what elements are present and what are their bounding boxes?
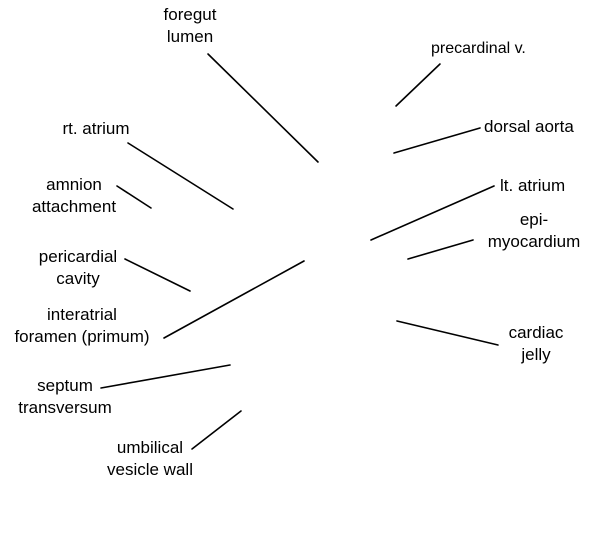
- label-precardinal-vein-line-1: precardinal v.: [431, 40, 526, 57]
- label-dorsal-aorta: dorsal aorta: [484, 116, 574, 138]
- label-pericardial-cavity-line-1: pericardial: [38, 247, 118, 266]
- leader-line-lt-atrium: [370, 185, 495, 241]
- leader-line-dorsal-aorta: [393, 127, 481, 154]
- leader-line-septum-transversum: [100, 364, 231, 389]
- label-precardinal-vein: precardinal v.: [431, 38, 526, 60]
- label-umbilical-vesicle-wall-line-1: umbilical: [116, 438, 184, 457]
- leader-line-interatrial-foramen: [163, 260, 305, 339]
- label-epimyocardium: epi- myocardium: [474, 209, 594, 253]
- leader-line-cardiac-jelly: [396, 320, 499, 346]
- label-cardiac-jelly-line-2: jelly: [521, 345, 551, 364]
- label-amnion-attachment: amnion attachment: [14, 174, 134, 218]
- label-pericardial-cavity: pericardial cavity: [18, 246, 138, 290]
- label-interatrial-foramen-line-1: interatrial: [47, 305, 117, 324]
- label-umbilical-vesicle-wall-line-2: vesicle wall: [107, 460, 193, 479]
- label-cardiac-jelly-line-1: cardiac: [508, 323, 564, 342]
- label-lt-atrium: lt. atrium: [500, 175, 565, 197]
- label-interatrial-foramen: interatrial foramen (primum): [2, 304, 162, 348]
- leader-line-foregut-lumen: [207, 53, 319, 163]
- leader-line-epimyocardium: [407, 239, 474, 260]
- leader-line-amnion-attachment: [116, 185, 152, 209]
- label-umbilical-vesicle-wall: umbilical vesicle wall: [90, 437, 210, 481]
- leader-line-precardinal-vein: [395, 63, 441, 107]
- label-epimyocardium-line-1: epi-: [519, 210, 549, 229]
- label-amnion-attachment-line-2: attachment: [31, 197, 117, 216]
- label-interatrial-foramen-line-2: foramen (primum): [14, 327, 150, 346]
- label-amnion-attachment-line-1: amnion: [46, 175, 102, 194]
- label-foregut-lumen-line-1: foregut: [163, 5, 217, 24]
- label-pericardial-cavity-line-2: cavity: [56, 269, 100, 288]
- label-septum-transversum-line-2: transversum: [18, 398, 112, 417]
- label-foregut-lumen: foregut lumen: [145, 4, 235, 48]
- label-septum-transversum: septum transversum: [10, 375, 120, 419]
- label-rt-atrium: rt. atrium: [41, 118, 151, 140]
- label-epimyocardium-line-2: myocardium: [487, 232, 581, 251]
- label-cardiac-jelly: cardiac jelly: [486, 322, 586, 366]
- label-septum-transversum-line-1: septum: [37, 376, 93, 395]
- leader-line-pericardial-cavity: [124, 258, 191, 292]
- leader-line-umbilical-vesicle-wall: [191, 410, 242, 450]
- label-lt-atrium-line-1: lt. atrium: [500, 176, 566, 195]
- label-rt-atrium-line-1: rt. atrium: [62, 119, 130, 138]
- label-dorsal-aorta-line-1: dorsal aorta: [484, 117, 574, 136]
- label-foregut-lumen-line-2: lumen: [166, 27, 214, 46]
- leader-line-rt-atrium: [127, 142, 234, 210]
